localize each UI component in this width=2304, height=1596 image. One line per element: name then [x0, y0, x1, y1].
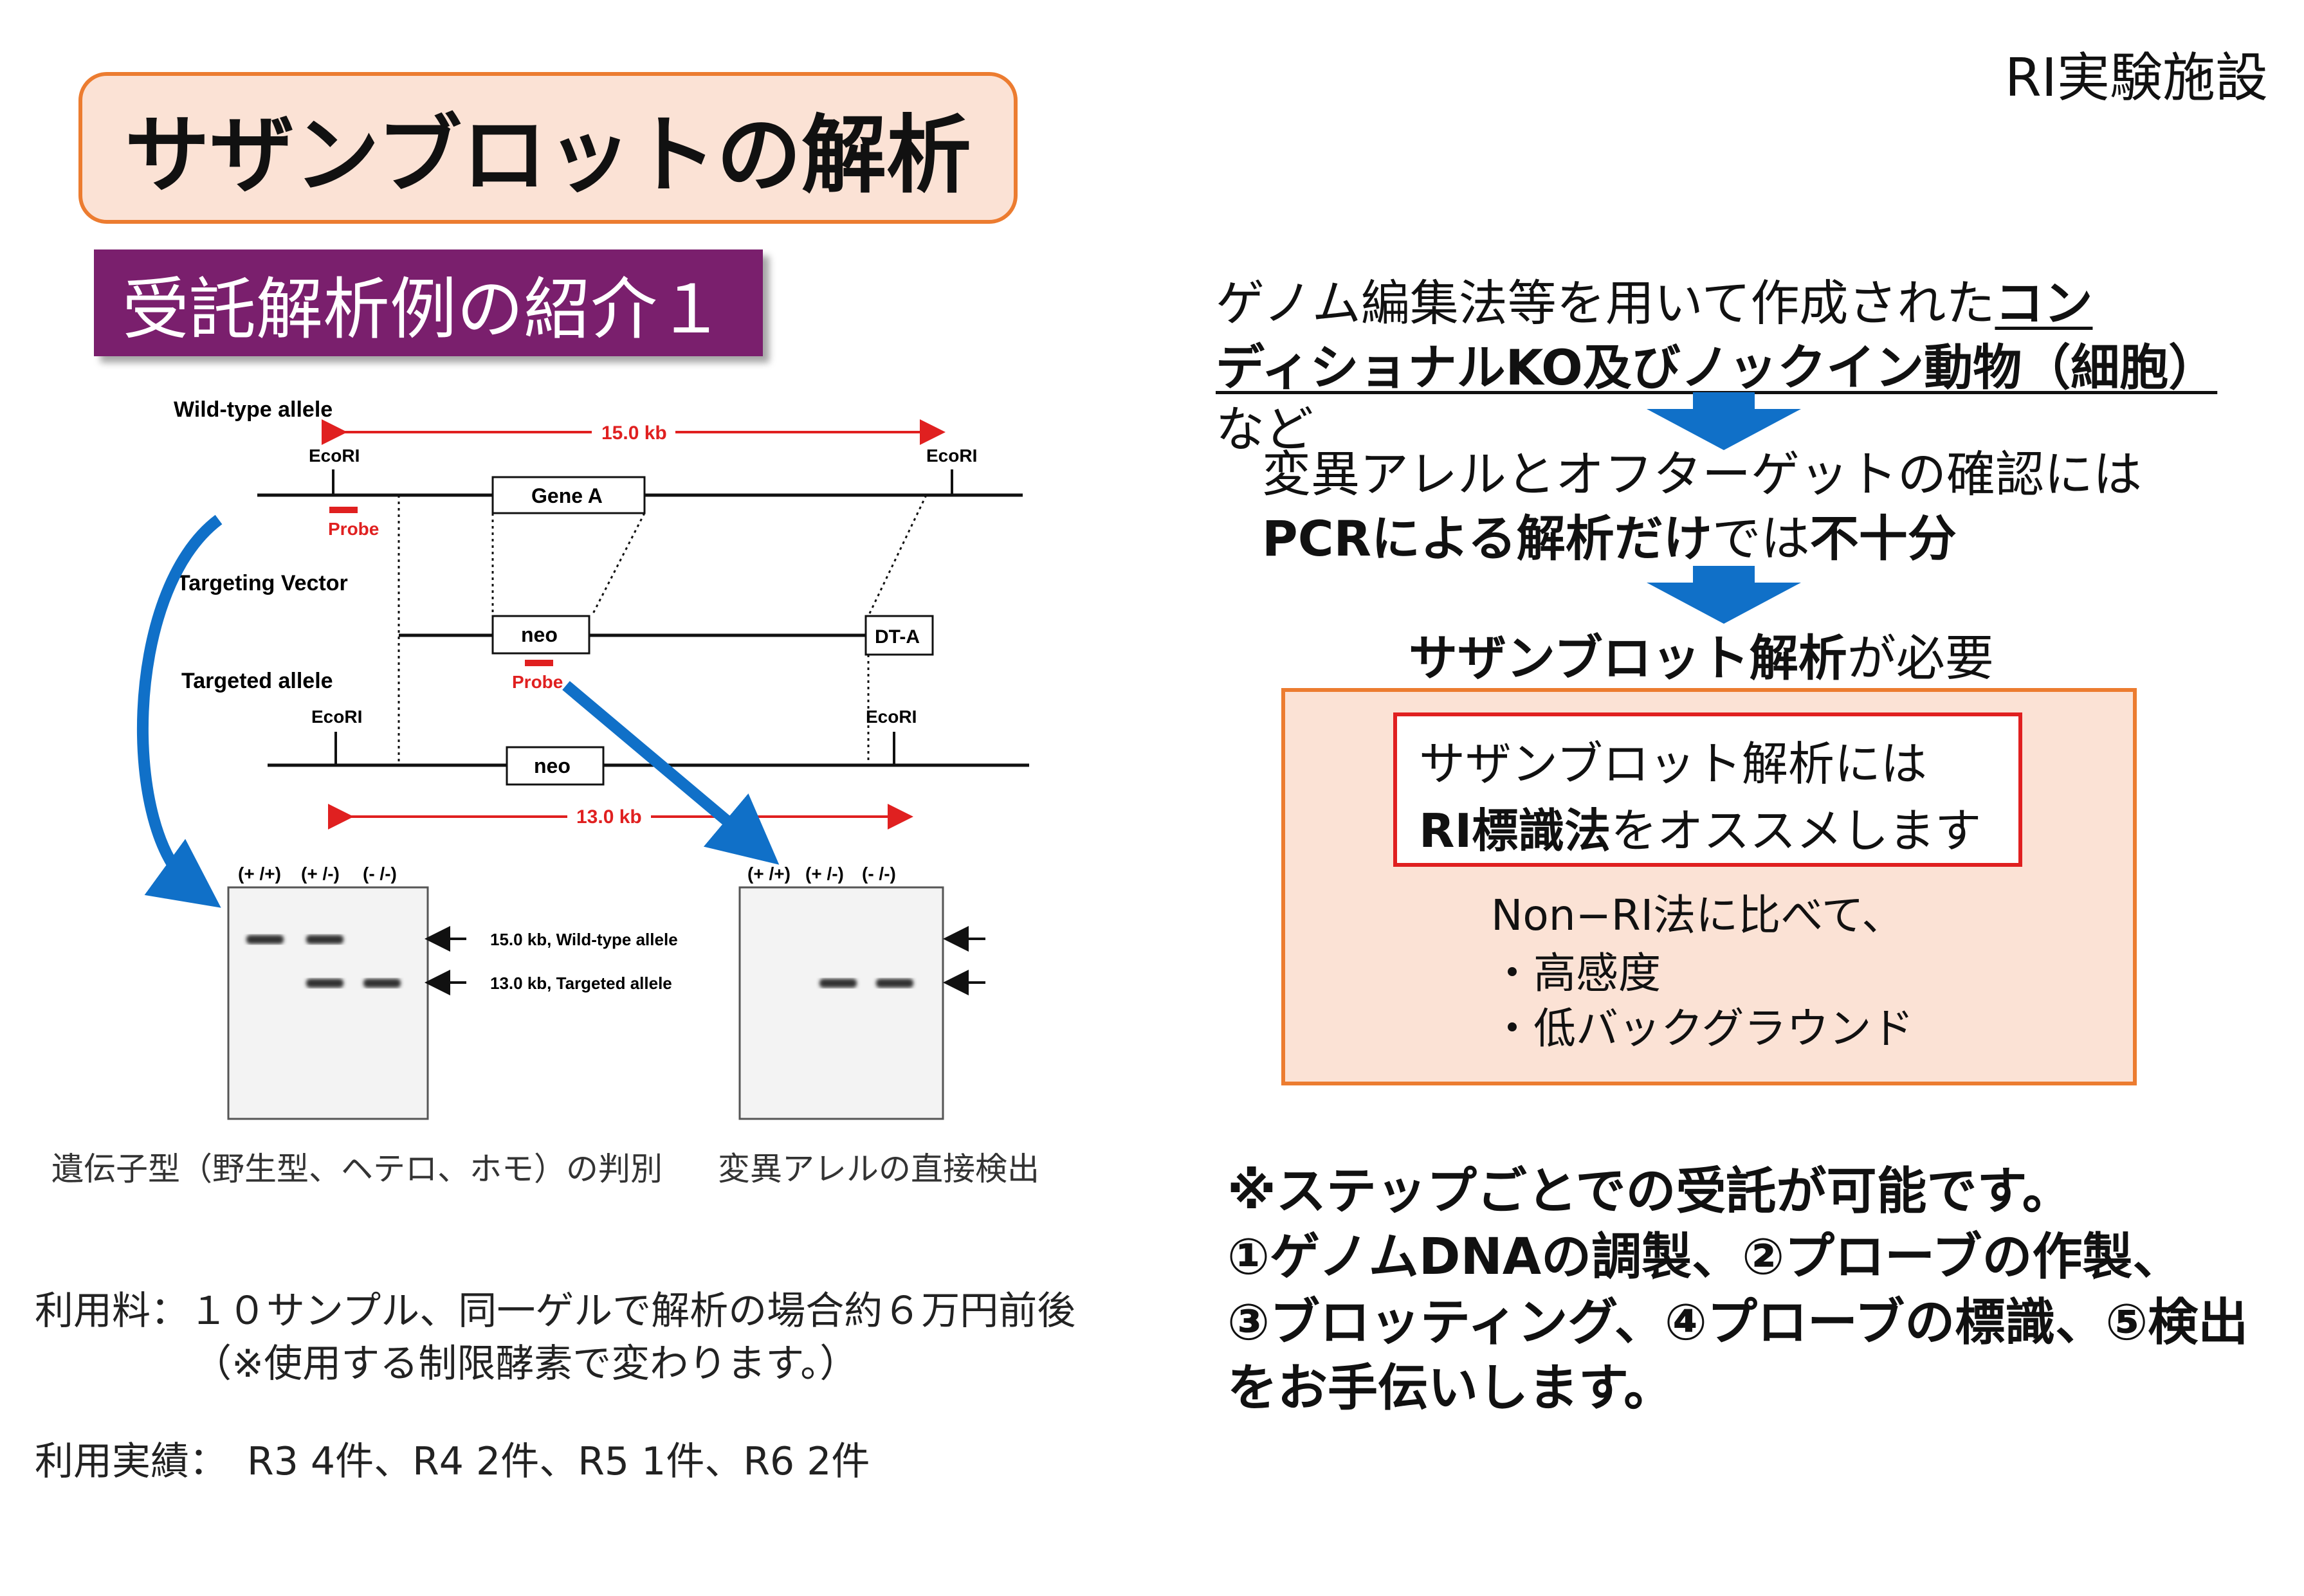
usage-record: 利用実績： R3 4件、R4 2件、R5 1件、R6 2件: [35, 1439, 870, 1484]
ri-line-2: RI標識法をオススメします: [1419, 797, 2018, 864]
probe-label-wt: Probe: [328, 519, 379, 539]
targeting-vector-label: Targeting Vector: [177, 571, 348, 595]
facility-label: RI実験施設: [2004, 48, 2268, 109]
insufficient: 不十分: [1809, 510, 1957, 567]
down-arrow-2-head: [1647, 583, 1801, 624]
intro-line-2: ディショナルKO及びノックイン動物（細胞）: [1216, 339, 2218, 396]
tv-neo-label: neo: [521, 623, 558, 646]
ri-recommend: をオススメします: [1611, 804, 1982, 858]
probe-mark-wt: [329, 507, 358, 513]
lane-label-r1: (+ /+): [747, 864, 791, 884]
blue-curved-arrow: [137, 514, 223, 908]
ecori-label-2: EcoRI: [926, 446, 977, 466]
caption-mutant: 変異アレルの直接検出: [718, 1150, 1039, 1188]
lane-label-2: (+ /-): [301, 864, 340, 884]
ecori-label-3: EcoRI: [311, 707, 362, 727]
band-r2-ta: [819, 979, 857, 988]
intro-plain: ゲノム編集法等を用いて作成された: [1216, 275, 1995, 332]
down-arrow-1-head: [1647, 409, 1801, 450]
step-list-2: ③ブロッティング、④プローブの標識、⑤検出: [1227, 1294, 2249, 1352]
ta-size-bg: [567, 803, 651, 828]
dta-box: [864, 615, 934, 656]
blue-diagonal-arrow: [562, 681, 780, 865]
blot-right: [738, 886, 944, 1120]
lane-label-r3: (- /-): [862, 864, 896, 884]
band-l2-wt: [306, 935, 343, 944]
need-southern: サザンブロット解析が必要: [1409, 619, 1994, 689]
probe-mark-neo: [525, 660, 553, 666]
intro-highlight-1: コン: [1995, 275, 2093, 332]
ecori-label-4: EcoRI: [866, 707, 917, 727]
band-l2-ta: [306, 979, 343, 988]
need-bold: サザンブロット解析: [1409, 630, 1847, 687]
wild-type-label: Wild-type allele: [174, 397, 333, 422]
southern-blot-diagram: Wild-type allele 15.0 kb EcoRI EcoRI Gen…: [137, 397, 1029, 1120]
tv-neo-box: [491, 615, 590, 655]
caption-genotype: 遺伝子型（野生型、ヘテロ、ホモ）の判別: [51, 1150, 663, 1188]
band-label-ta: 13.0 kb, Targeted allele: [490, 974, 672, 993]
fee-note: （※使用する制限酵素で変わります。）: [193, 1341, 859, 1386]
pcr-only: PCRによる解析だけ: [1262, 510, 1712, 567]
lane-label-1: (+ /+): [238, 864, 281, 884]
step2-line-2: PCRによる解析だけでは不十分: [1262, 499, 1957, 570]
guide-gene-right: [590, 512, 646, 617]
fee-line: 利用料：１０サンプル、同一ゲルで解析の場合約６万円前後: [35, 1289, 1076, 1334]
ta-neo-box: [506, 746, 605, 786]
page-title: サザンブロットの解析: [78, 72, 1018, 224]
merit-sensitivity: ・高感度: [1491, 948, 1661, 998]
step2-line-1: 変異アレルとオフターゲットの確認には: [1262, 446, 2142, 503]
wt-size-label: 15.0 kb: [601, 422, 667, 444]
ri-method: RI標識法: [1419, 804, 1611, 858]
band-l3-ta: [363, 979, 401, 988]
ri-recommendation-box: サザンブロット解析には RI標識法をオススメします: [1393, 712, 2022, 867]
ecori-label-1: EcoRI: [309, 446, 360, 466]
down-arrow-2: [1647, 566, 1801, 624]
intro-line-1: ゲノム編集法等を用いて作成されたコン: [1216, 264, 2092, 334]
band-label-wt: 15.0 kb, Wild-type allele: [490, 930, 678, 949]
down-arrow-2-shaft: [1693, 566, 1755, 583]
step-note: ※ステップごとでの受託が可能です。: [1227, 1163, 2072, 1220]
targeted-allele-label: Targeted allele: [181, 669, 333, 693]
ta-neo-label: neo: [534, 754, 571, 777]
lane-label-3: (- /-): [363, 864, 397, 884]
blot-left: [227, 886, 429, 1120]
guide-right-arm: [867, 494, 928, 617]
band-l1-wt: [246, 935, 284, 944]
lane-label-r2: (+ /-): [805, 864, 844, 884]
band-r3-ta: [876, 979, 913, 988]
step-list-3: をお手伝いします。: [1227, 1359, 1674, 1417]
need-plain: が必要: [1847, 630, 1994, 687]
down-arrow-1-shaft: [1693, 392, 1755, 409]
gene-a-box: [491, 476, 646, 514]
step-list-1: ①ゲノムDNAの調製、②プローブの作製、: [1227, 1228, 2183, 1286]
ta-size-label: 13.0 kb: [576, 806, 642, 828]
intro-line-3: など: [1216, 401, 1313, 458]
down-arrow-1: [1647, 392, 1801, 450]
section-subtitle: 受託解析例の紹介１: [94, 249, 763, 356]
merit-background: ・低バックグラウンド: [1491, 1004, 1914, 1053]
probe-label-neo: Probe: [512, 672, 563, 692]
nonri-comparison: Non−RI法に比べて、: [1491, 891, 1905, 940]
gene-a-label: Gene A: [531, 484, 603, 507]
ri-line-1: サザンブロット解析には: [1419, 737, 1927, 791]
dta-label: DT-A: [875, 626, 920, 648]
step2-mid: では: [1712, 510, 1810, 567]
wt-size-bg: [592, 418, 675, 444]
